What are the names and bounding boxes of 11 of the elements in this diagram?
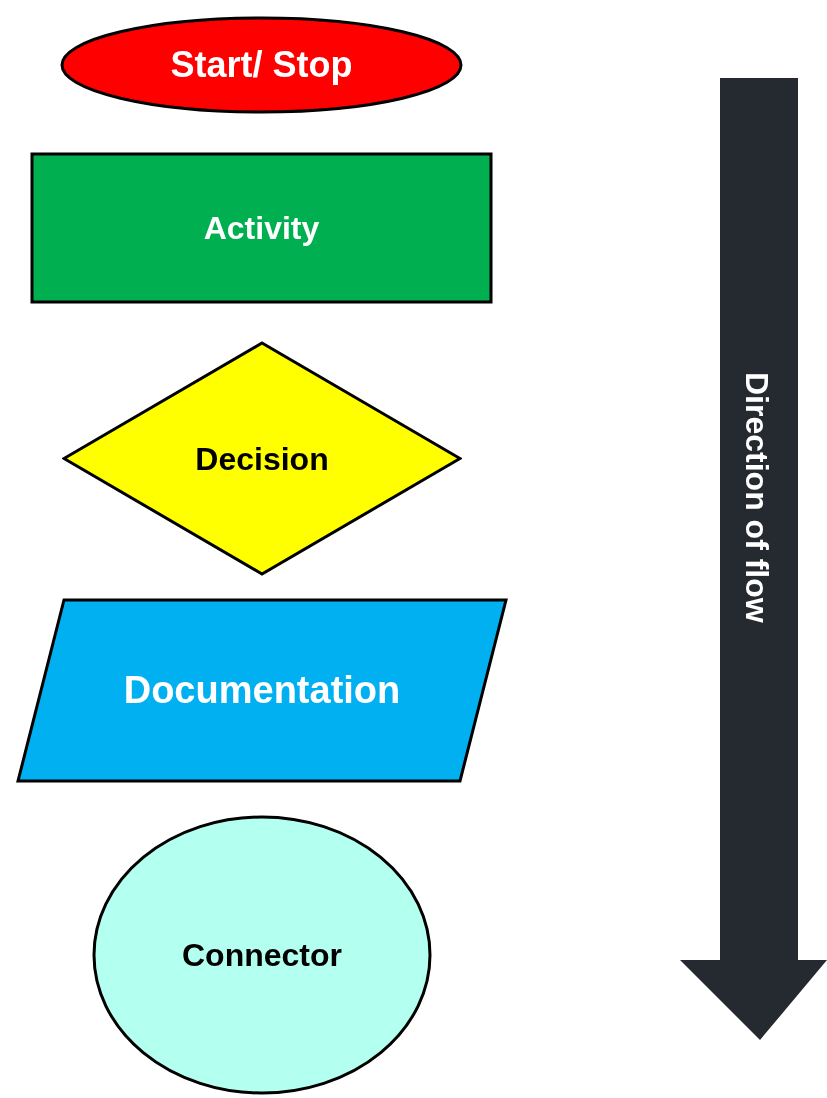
direction-label: Direction of flow — [741, 372, 773, 623]
connector-circle — [92, 815, 432, 1095]
shape-label: Activity — [203, 209, 320, 248]
process-box — [30, 152, 493, 304]
shape-label: Start/ Stop — [170, 43, 353, 87]
shape-label: Connector — [182, 936, 342, 975]
data-parallelogram — [16, 598, 508, 783]
terminal-oval — [60, 16, 463, 114]
shape-label: Decision — [195, 439, 329, 479]
shape-label: Documentation — [123, 668, 401, 713]
decision-diamond — [62, 341, 462, 576]
